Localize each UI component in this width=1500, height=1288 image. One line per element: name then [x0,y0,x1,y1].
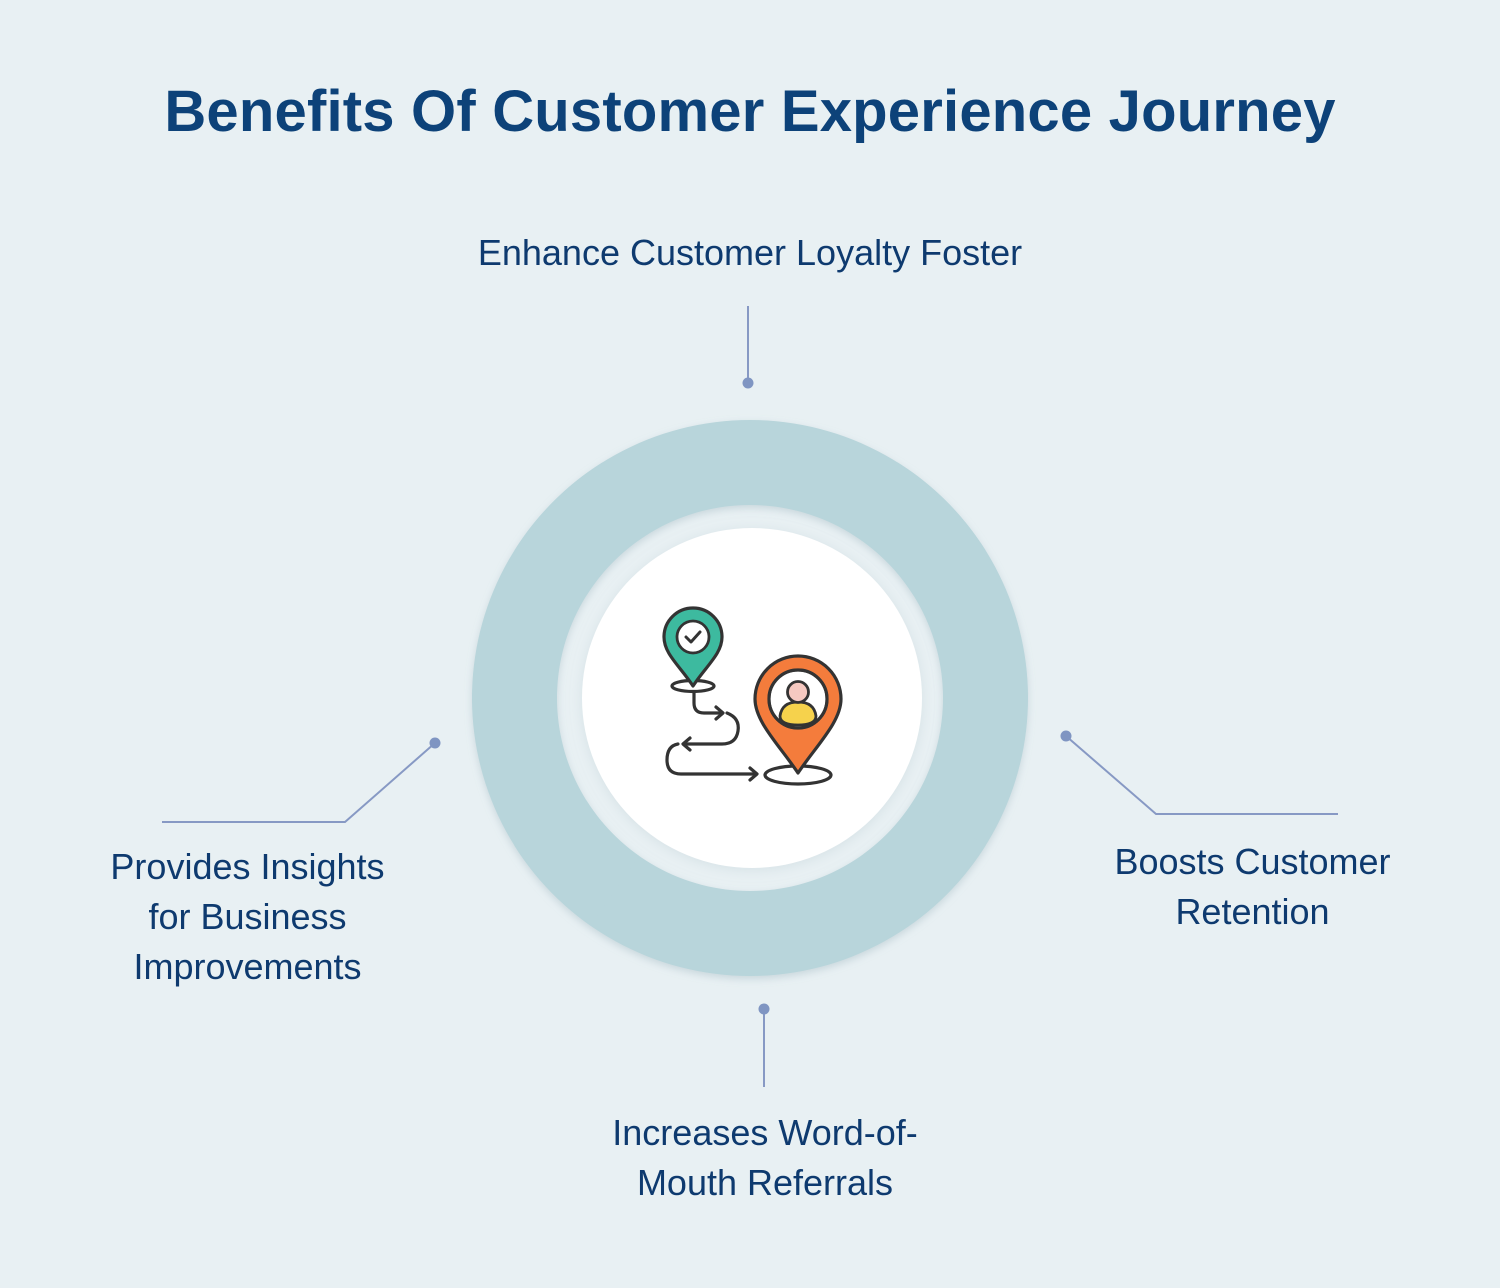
ring-segment-left [471,462,648,926]
benefit-right-line-2: Retention [1175,891,1330,932]
benefit-label-top: Enhance Customer Loyalty Foster [380,228,1120,278]
benefit-right-line-1: Boosts Customer [1114,841,1391,882]
benefit-left-line-2: for Business [148,896,347,937]
ring-segment-bottom [514,800,986,976]
connectors [162,306,1338,1087]
location-pin-check-icon [662,606,724,694]
connector-dot-top [742,377,754,389]
connector-dots [429,377,1072,1015]
benefit-label-right: Boosts Customer Retention [1060,837,1445,937]
connector-right [1065,735,1338,815]
benefit-left-line-1: Provides Insights [110,846,385,887]
customer-journey-icon [662,606,843,786]
location-pin-person-icon [753,654,843,786]
benefit-bottom-line-2: Mouth Referrals [636,1162,894,1203]
connector-dot-right [1060,730,1072,742]
benefit-top-line-1: Enhance Customer Loyalty Foster [477,232,1023,273]
connector-dot-left [429,737,441,749]
benefit-label-bottom: Increases Word-of- Mouth Referrals [560,1108,970,1208]
ring-segment-right [852,462,1029,923]
page-title: Benefits Of Customer Experience Journey [164,79,1336,144]
center-disk [582,528,922,868]
benefit-left-line-3: Improvements [133,946,362,987]
connector-dot-bottom [758,1003,770,1015]
path-arrows-icon [665,690,759,782]
connector-left [162,742,436,823]
benefit-bottom-line-1: Increases Word-of- [612,1112,918,1153]
benefit-label-left: Provides Insights for Business Improveme… [60,842,435,992]
ring-segment-top [514,419,986,596]
ring-segments [471,419,1029,976]
